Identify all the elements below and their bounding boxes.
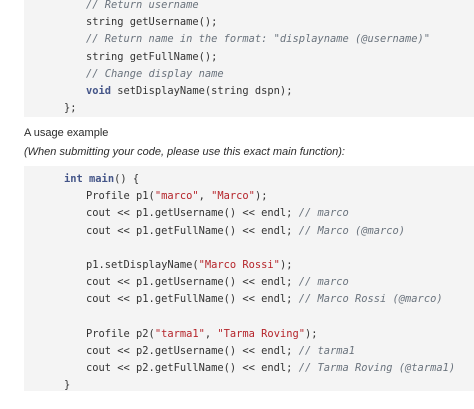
- code-string: "marco": [154, 190, 199, 203]
- code-text: cout << p1.getFullName() << endl;: [86, 224, 299, 237]
- code-text: p1.setDisplayName(: [86, 259, 199, 271]
- code-line: cout << p1.getUsername() << endl; // mar…: [86, 206, 349, 220]
- code-text: () {: [114, 173, 140, 185]
- code-line: cout << p2.getFullName() << endl; // Tar…: [86, 361, 455, 375]
- code-line: void setDisplayName(string dspn);: [86, 84, 292, 98]
- code-text: );: [279, 259, 293, 271]
- code-string: "Marco Rossi": [198, 259, 280, 271]
- code-text: }: [64, 379, 71, 392]
- class-declaration-code-block: // Return username string getUsername(); /…: [24, 0, 474, 117]
- code-line: cout << p2.getUsername() << endl; // tar…: [86, 344, 355, 358]
- code-text: ,: [198, 190, 212, 203]
- code-string: "Tarma Roving": [217, 327, 305, 340]
- code-text: cout << p2.getUsername() << endl;: [86, 345, 299, 357]
- code-line: int main() {: [64, 172, 139, 186]
- code-line: };: [64, 101, 77, 115]
- usage-heading: A usage example: [24, 127, 109, 139]
- code-string: "tarma1": [154, 327, 205, 340]
- code-comment: // marco: [298, 207, 349, 220]
- code-comment: // Tarma Roving (@tarma1): [298, 362, 456, 375]
- code-line: // Return username: [86, 0, 199, 12]
- code-line: p1.setDisplayName("Marco Rossi");: [86, 258, 292, 272]
- code-text: cout << p1.getFullName() << endl;: [86, 293, 299, 306]
- code-text: );: [304, 327, 318, 340]
- code-text: string getFullName();: [86, 50, 218, 63]
- code-line: }: [64, 378, 70, 392]
- code-line: cout << p1.getFullName() << endl; // Mar…: [86, 292, 443, 306]
- code-keyword: void: [86, 85, 112, 97]
- code-comment: // marco: [298, 276, 349, 289]
- code-comment: // Marco Rossi (@marco): [298, 293, 443, 306]
- code-text: Profile p1(: [86, 190, 155, 203]
- code-text: string getUsername();: [86, 16, 218, 29]
- code-text: ,: [204, 327, 218, 340]
- code-keyword: int: [64, 173, 83, 185]
- code-comment: // tarma1: [298, 345, 356, 357]
- code-line: Profile p1("marco", "Marco");: [86, 189, 267, 203]
- code-comment: // Return name in the format: "displayna…: [86, 33, 431, 46]
- code-line: // Return name in the format: "displayna…: [86, 32, 430, 46]
- usage-note: (When submitting your code, please use t…: [24, 146, 345, 158]
- code-text: cout << p1.getUsername() << endl;: [86, 276, 299, 289]
- code-line: // Change display name: [86, 67, 224, 81]
- code-comment: // Change display name: [86, 67, 224, 80]
- code-line: Profile p2("tarma1", "Tarma Roving");: [86, 327, 318, 341]
- code-text: setDisplayName(string dspn);: [111, 85, 293, 97]
- code-comment: // Marco (@marco): [298, 224, 406, 237]
- code-text: );: [254, 190, 268, 203]
- code-string: "Marco": [211, 190, 255, 203]
- code-comment: // Return username: [86, 0, 199, 11]
- code-keyword: main: [89, 173, 115, 185]
- code-line: cout << p1.getFullName() << endl; // Mar…: [86, 224, 405, 238]
- main-function-code-block: int main() { Profile p1("marco", "Marco")…: [24, 166, 474, 391]
- code-line: string getFullName();: [86, 50, 217, 64]
- code-line: cout << p1.getUsername() << endl; // mar…: [86, 275, 349, 289]
- code-text: };: [64, 102, 77, 115]
- code-line: string getUsername();: [86, 15, 217, 29]
- code-text: cout << p1.getUsername() << endl;: [86, 207, 299, 220]
- code-text: cout << p2.getFullName() << endl;: [86, 362, 299, 375]
- code-text: Profile p2(: [86, 327, 155, 340]
